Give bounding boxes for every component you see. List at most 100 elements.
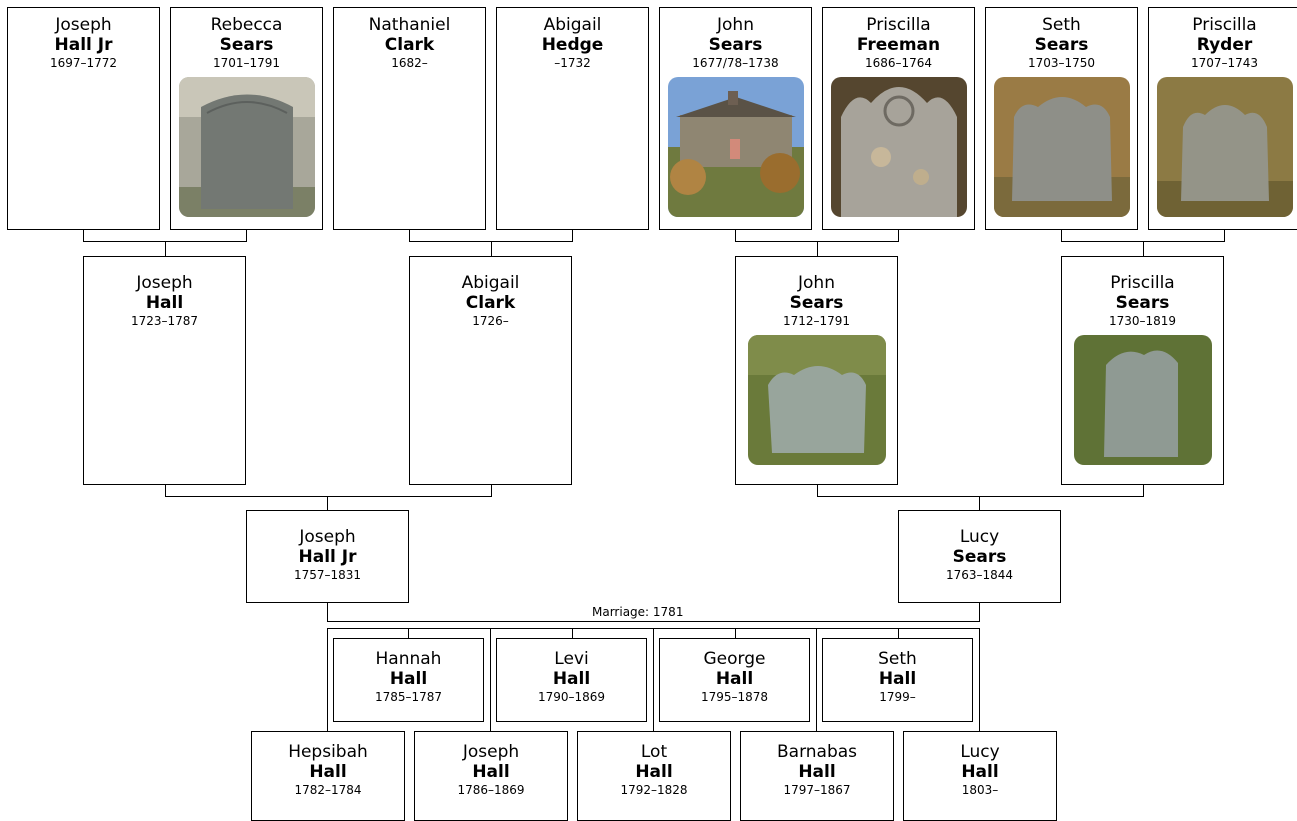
given-name: Nathaniel bbox=[368, 15, 451, 35]
surname: Hall bbox=[472, 762, 510, 782]
surname: Hedge bbox=[541, 35, 604, 55]
person-card[interactable]: Priscilla Freeman 1686–1764 bbox=[822, 7, 975, 230]
person-card[interactable]: Joseph Hall 1786–1869 bbox=[414, 731, 568, 821]
given-name: Lucy bbox=[960, 742, 1000, 762]
children-bracket bbox=[735, 628, 736, 638]
gravestone-photo[interactable] bbox=[747, 335, 886, 465]
house-photo[interactable] bbox=[667, 77, 804, 217]
connector-line bbox=[979, 496, 980, 510]
connector-line bbox=[817, 241, 818, 256]
life-dates: 1785–1787 bbox=[374, 690, 443, 704]
life-dates: 1701–1791 bbox=[212, 56, 281, 70]
person-card[interactable]: John Sears 1712–1791 bbox=[735, 256, 898, 485]
connector-line bbox=[165, 484, 166, 497]
life-dates: 1792–1828 bbox=[620, 783, 688, 797]
connector-line bbox=[165, 241, 166, 256]
connector-line bbox=[1143, 241, 1144, 256]
life-dates: 1763–1844 bbox=[945, 568, 1014, 582]
life-dates: 1723–1787 bbox=[130, 314, 199, 328]
surname: Hall Jr bbox=[298, 547, 357, 567]
children-bracket bbox=[490, 628, 491, 731]
person-card[interactable]: Hepsibah Hall 1782–1784 bbox=[251, 731, 405, 821]
person-card[interactable]: Joseph Hall 1723–1787 bbox=[83, 256, 246, 485]
connector-line bbox=[898, 229, 899, 242]
given-name: Priscilla bbox=[866, 15, 931, 35]
life-dates: 1803– bbox=[961, 783, 999, 797]
surname: Hall bbox=[145, 293, 184, 313]
person-card[interactable]: Abigail Hedge –1732 bbox=[496, 7, 649, 230]
children-bracket bbox=[816, 628, 817, 731]
given-name: Abigail bbox=[461, 273, 520, 293]
given-name: Lucy bbox=[959, 527, 1000, 547]
life-dates: 1703–1750 bbox=[1027, 56, 1096, 70]
person-card[interactable]: Priscilla Ryder 1707–1743 bbox=[1148, 7, 1297, 230]
connector-line bbox=[246, 229, 247, 242]
person-card[interactable]: Rebecca Sears 1701–1791 bbox=[170, 7, 323, 230]
given-name: Priscilla bbox=[1110, 273, 1175, 293]
connector-line bbox=[327, 496, 328, 510]
gravestone-photo[interactable] bbox=[178, 77, 315, 217]
person-card[interactable]: George Hall 1795–1878 bbox=[659, 638, 810, 722]
given-name: John bbox=[798, 273, 835, 293]
surname: Sears bbox=[1115, 293, 1170, 313]
person-card[interactable]: Lucy Sears 1763–1844 bbox=[898, 510, 1061, 603]
life-dates: 1790–1869 bbox=[537, 690, 606, 704]
life-dates: 1686–1764 bbox=[864, 56, 933, 70]
marriage-line bbox=[327, 621, 980, 622]
gravestone-photo[interactable] bbox=[1073, 335, 1212, 465]
life-dates: 1757–1831 bbox=[293, 568, 362, 582]
person-card[interactable]: Joseph Hall Jr 1697–1772 bbox=[7, 7, 160, 230]
life-dates: 1712–1791 bbox=[782, 314, 851, 328]
person-card[interactable]: Seth Hall 1799– bbox=[822, 638, 973, 722]
life-dates: 1697–1772 bbox=[49, 56, 118, 70]
given-name: George bbox=[703, 649, 766, 669]
connector-line bbox=[409, 229, 410, 242]
gravestone-photo[interactable] bbox=[830, 77, 967, 217]
marriage-label: Marriage: 1781 bbox=[590, 605, 686, 619]
life-dates: –1732 bbox=[554, 56, 591, 70]
life-dates: 1726– bbox=[472, 314, 509, 328]
person-card[interactable]: Lot Hall 1792–1828 bbox=[577, 731, 731, 821]
life-dates: 1797–1867 bbox=[783, 783, 851, 797]
life-dates: 1782–1784 bbox=[294, 783, 362, 797]
connector-line bbox=[735, 229, 736, 242]
children-bracket bbox=[898, 628, 899, 638]
person-card[interactable]: Abigail Clark 1726– bbox=[409, 256, 572, 485]
person-card[interactable]: Lucy Hall 1803– bbox=[903, 731, 1057, 821]
connector-line bbox=[1061, 229, 1062, 242]
person-card[interactable]: Seth Sears 1703–1750 bbox=[985, 7, 1138, 230]
person-card[interactable]: Barnabas Hall 1797–1867 bbox=[740, 731, 894, 821]
children-bracket bbox=[408, 628, 409, 638]
given-name: Levi bbox=[554, 649, 589, 669]
surname: Ryder bbox=[1196, 35, 1253, 55]
surname: Sears bbox=[789, 293, 844, 313]
person-card[interactable]: Nathaniel Clark 1682– bbox=[333, 7, 486, 230]
surname: Hall bbox=[309, 762, 347, 782]
person-card[interactable]: John Sears 1677/78–1738 bbox=[659, 7, 812, 230]
surname: Sears bbox=[219, 35, 274, 55]
connector-line bbox=[572, 229, 573, 242]
given-name: Abigail bbox=[543, 15, 602, 35]
person-card[interactable]: Hannah Hall 1785–1787 bbox=[333, 638, 484, 722]
gravestone-photo[interactable] bbox=[993, 77, 1130, 217]
surname: Hall bbox=[878, 669, 917, 689]
given-name: Rebecca bbox=[210, 15, 283, 35]
given-name: Joseph bbox=[55, 15, 112, 35]
given-name: Seth bbox=[1042, 15, 1081, 35]
given-name: Hannah bbox=[375, 649, 442, 669]
surname: Clark bbox=[465, 293, 516, 313]
person-card[interactable]: Joseph Hall Jr 1757–1831 bbox=[246, 510, 409, 603]
connector-line bbox=[1224, 229, 1225, 242]
person-card[interactable]: Priscilla Sears 1730–1819 bbox=[1061, 256, 1224, 485]
gravestone-photo[interactable] bbox=[1156, 77, 1293, 217]
life-dates: 1707–1743 bbox=[1190, 56, 1259, 70]
children-bracket bbox=[653, 628, 654, 731]
surname: Hall bbox=[961, 762, 999, 782]
connector-line bbox=[491, 241, 492, 256]
given-name: John bbox=[717, 15, 754, 35]
given-name: Joseph bbox=[299, 527, 356, 547]
connector-line bbox=[83, 229, 84, 242]
marriage-line bbox=[327, 602, 328, 622]
person-card[interactable]: Levi Hall 1790–1869 bbox=[496, 638, 647, 722]
